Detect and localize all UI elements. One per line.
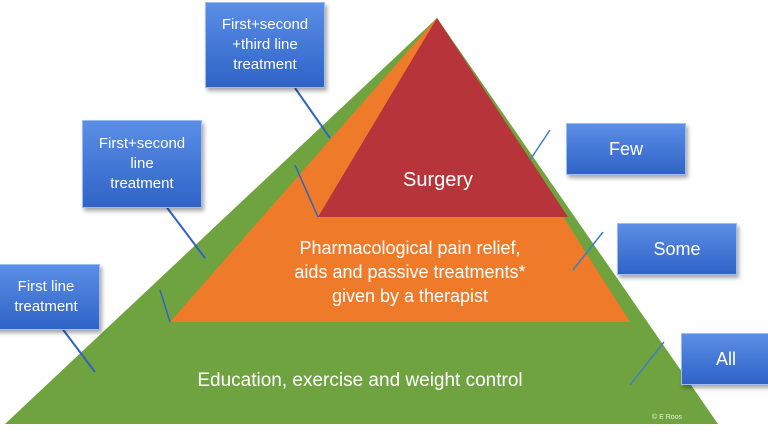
callout-pointer-third [294, 87, 331, 139]
divider-left-top [294, 164, 319, 218]
copyright-text: © E Roos [652, 414, 683, 421]
pyramid-label-pharmacological: Pharmacological pain relief, aids and pa… [294, 238, 526, 306]
divider-left-middle [159, 289, 171, 323]
callout-pointer-second [164, 204, 206, 259]
pyramid-label-surgery: Surgery [402, 169, 474, 191]
pyramid-label-education: Education, exercise and weight control [197, 370, 523, 391]
pyramid-level-top [318, 18, 568, 217]
callout-first-second-third-line-treatment: First+second +third line treatment [205, 2, 325, 88]
callout-first-line-treatment: First line treatment [0, 264, 100, 330]
quantity-all: All [681, 333, 768, 385]
qty-connector-all [629, 341, 665, 386]
quantity-some: Some [617, 223, 737, 275]
qty-connector-some [572, 231, 604, 271]
quantity-few: Few [566, 123, 686, 175]
callout-first-second-line-treatment: First+second line treatment [82, 120, 202, 208]
qty-connector-few [529, 129, 551, 161]
